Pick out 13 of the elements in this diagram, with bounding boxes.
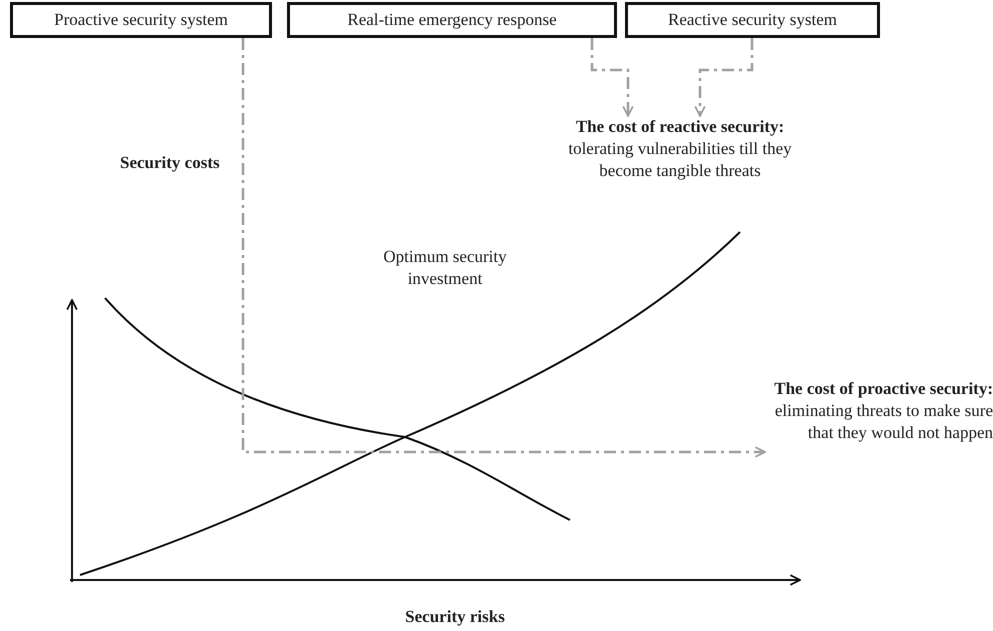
system-box: Proactive security system: [10, 2, 272, 38]
cost-heading: The cost of proactive security:: [773, 378, 993, 400]
axis-title: Security risks: [404, 606, 506, 628]
arrow: [590, 38, 634, 117]
arrow: [694, 38, 754, 117]
arrow: [242, 38, 766, 458]
system-box: Reactive security system: [625, 2, 880, 38]
curve-label: Optimum security investment: [382, 246, 508, 290]
cost-heading: The cost of reactive security:: [574, 116, 786, 138]
axis-title: Security costs: [120, 152, 221, 174]
system-box: Real-time emergency response: [287, 2, 617, 38]
cost-description: tolerating vulnerabilities till they become tangible threats: [567, 138, 793, 182]
cost-description: eliminating threats to make sure that they would not happen: [774, 400, 993, 444]
